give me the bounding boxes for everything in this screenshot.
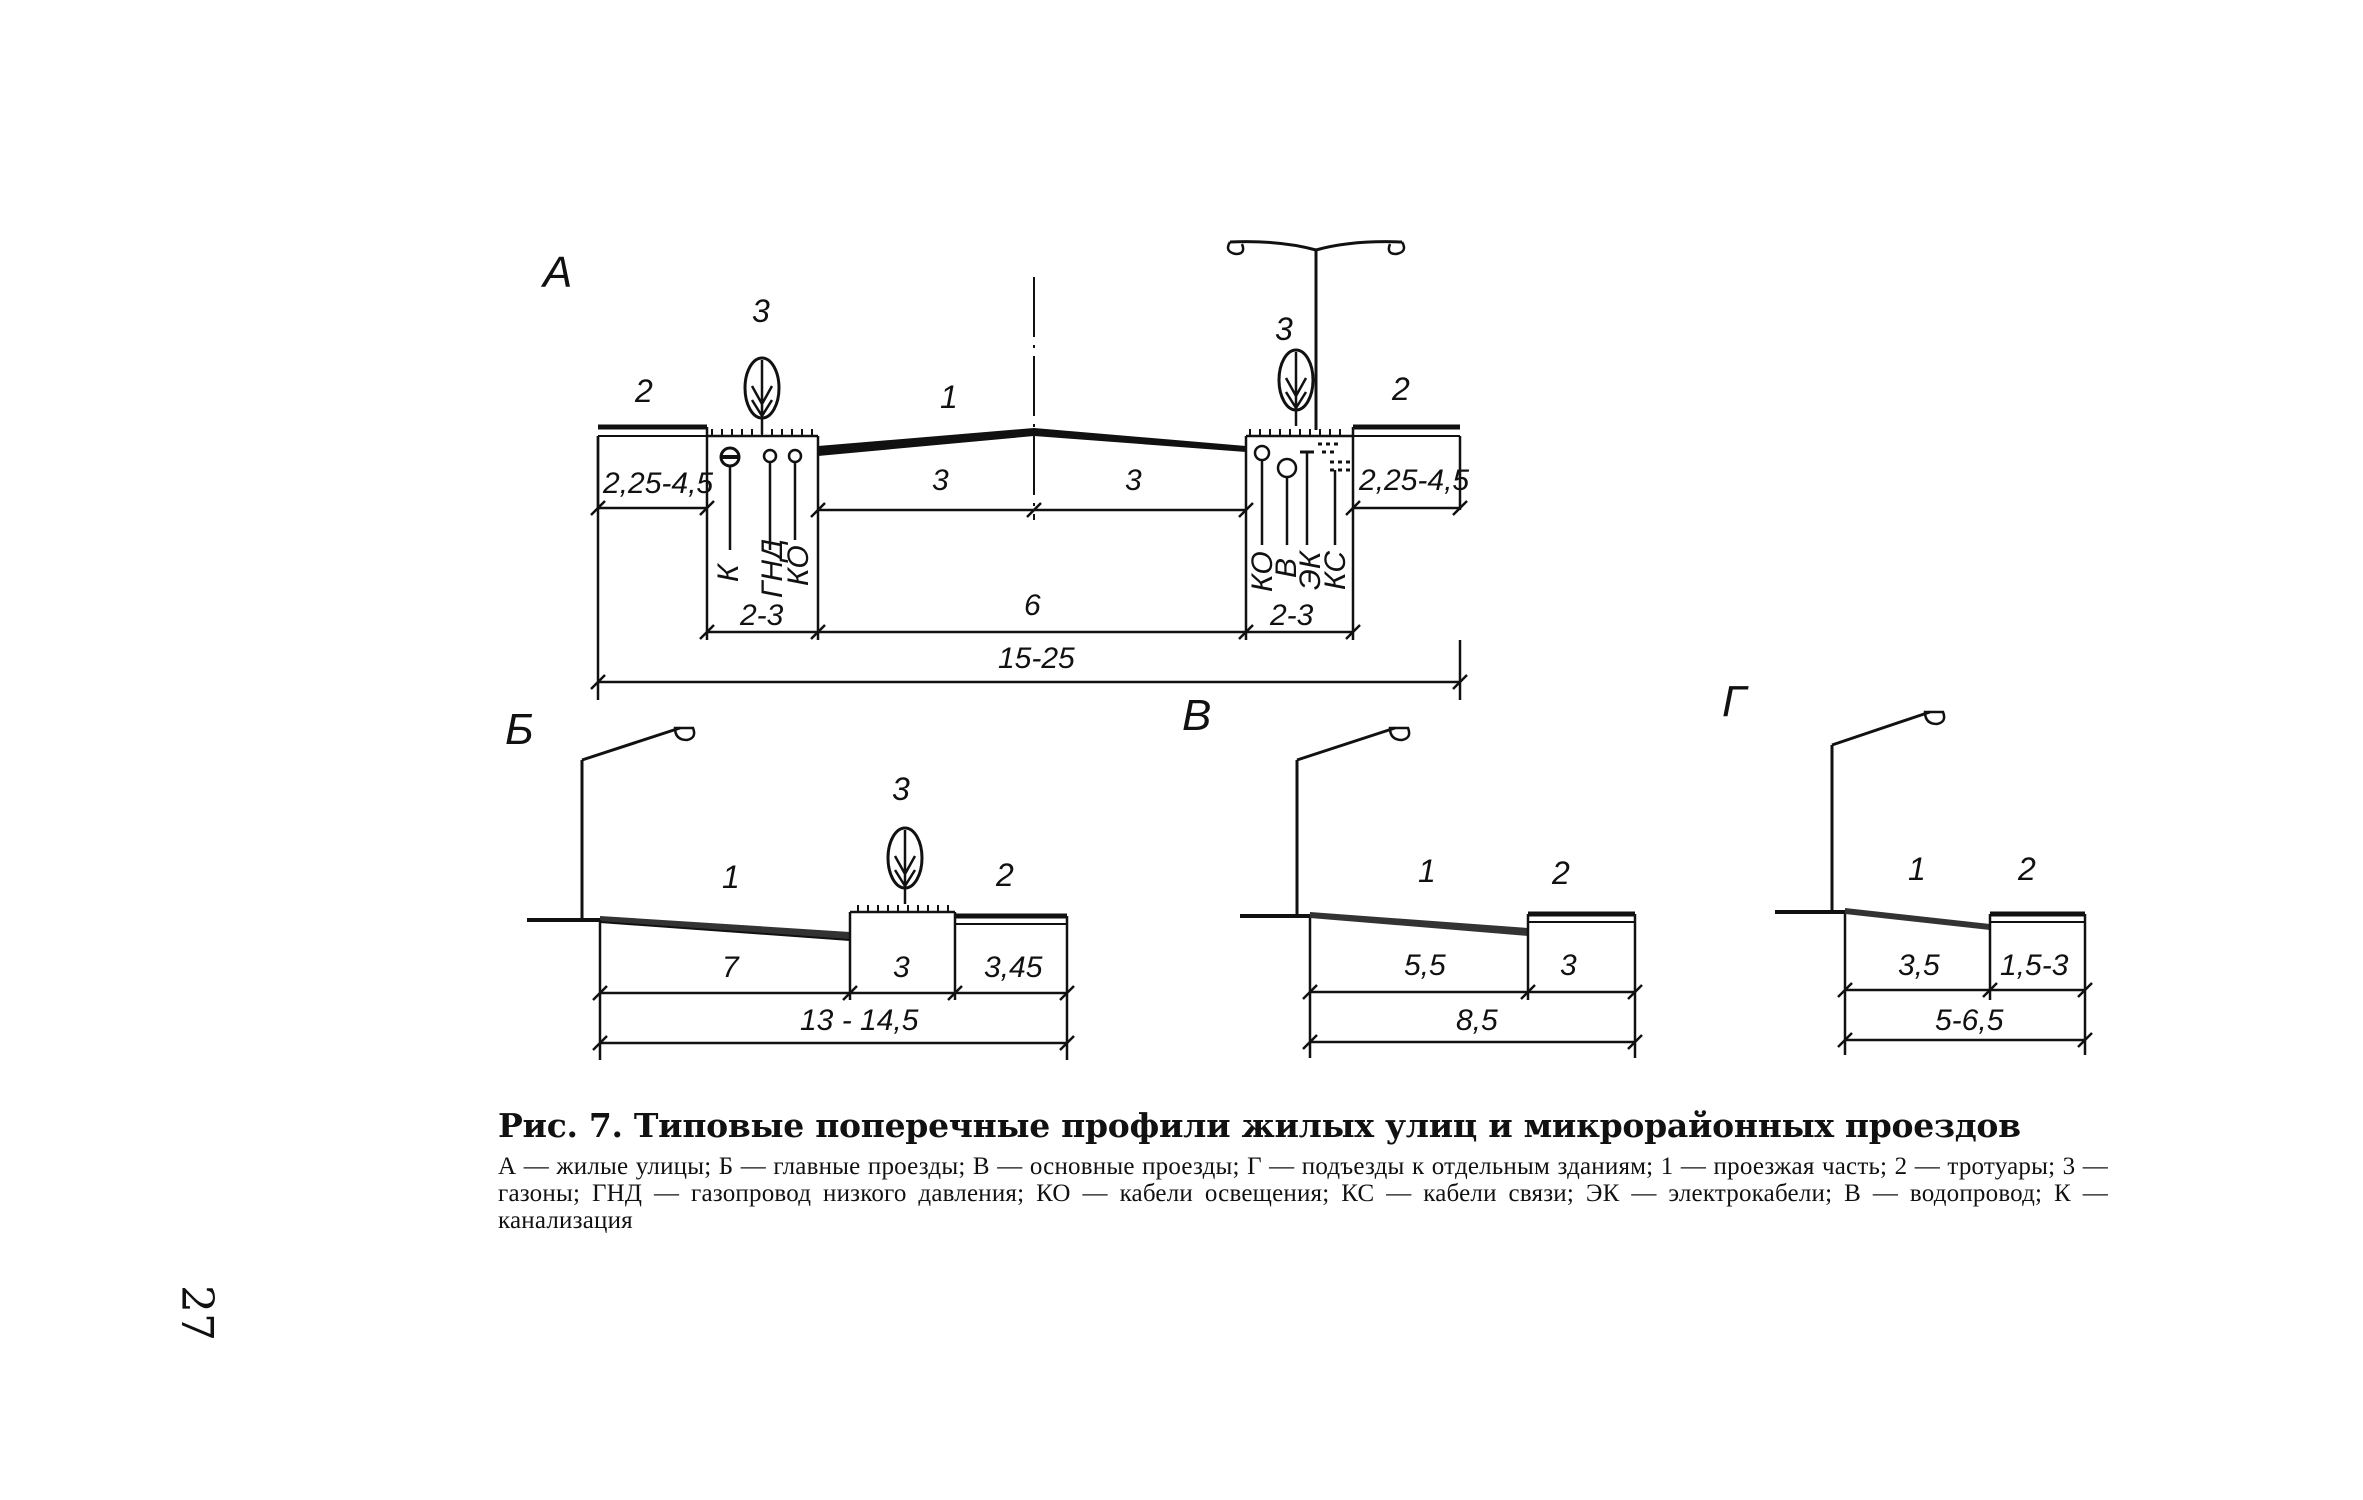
profile-a: А xyxy=(540,240,1469,700)
profile-g: Г 1 2 3,5 1,5-3 5-6,5 xyxy=(1722,677,2094,1055)
label-sidewalk-left: 2 xyxy=(634,373,653,409)
label-sidewalk-v: 2 xyxy=(1551,855,1570,891)
utility-label-k: К xyxy=(712,562,745,582)
utility-label-ek: ЭК xyxy=(1294,549,1327,590)
lamp-post-g xyxy=(1830,710,1946,910)
utility-label-gnd: ГНД xyxy=(756,539,789,598)
lamp-post-a xyxy=(1226,240,1406,430)
dim-road-g: 3,5 xyxy=(1898,949,1940,982)
dim-road-b: 7 xyxy=(722,951,740,984)
dim-total-g: 5-6,5 xyxy=(1935,1004,2004,1037)
lamp-post-v xyxy=(1295,726,1411,914)
profile-b: Б 1 3 2 7 3 3,45 13 - 14,5 xyxy=(505,705,1076,1060)
label-sidewalk-g: 2 xyxy=(2017,851,2036,887)
label-sidewalk-right: 2 xyxy=(1391,371,1410,407)
label-roadway-a: 1 xyxy=(940,379,958,415)
label-lawn-left: 3 xyxy=(752,293,770,329)
label-lawn-right: 3 xyxy=(1275,311,1293,347)
dim-lawn-right: 2-3 xyxy=(1269,599,1314,632)
profile-a-letter: А xyxy=(540,248,572,297)
dim-half-road-left: 3 xyxy=(932,464,949,497)
dim-total-b: 13 - 14,5 xyxy=(800,1004,919,1037)
lamp-post-b xyxy=(580,726,696,918)
sidewalk-right xyxy=(1353,424,1462,510)
utilities-right: КО В ЭК КС xyxy=(1246,442,1352,592)
label-roadway-v: 1 xyxy=(1418,853,1436,889)
figure-caption: Рис. 7. Типовые поперечные профили жилых… xyxy=(498,1106,2118,1234)
utility-label-ko-right: КО xyxy=(1246,551,1279,592)
caption-title: Рис. 7. Типовые поперечные профили жилых… xyxy=(498,1106,2021,1145)
dim-sidewalk-left: 2,25-4,5 xyxy=(602,467,713,500)
dim-lawn-left: 2-3 xyxy=(739,599,784,632)
utility-label-v: В xyxy=(1270,558,1303,578)
dim-lawn-b: 3 xyxy=(893,951,910,984)
dim-sidewalk-v: 3 xyxy=(1560,949,1577,982)
label-roadway-b: 1 xyxy=(722,859,740,895)
dim-sidewalk-right: 2,25-4,5 xyxy=(1358,464,1469,497)
profile-v-letter: В xyxy=(1182,691,1211,740)
utility-label-ko-left: КО xyxy=(782,545,815,586)
dim-road-a: 6 xyxy=(1024,589,1041,622)
profile-g-letter: Г xyxy=(1722,677,1749,726)
dim-sidewalk-b: 3,45 xyxy=(984,951,1043,984)
lawn-right xyxy=(1226,240,1406,640)
dim-total-a: 15-25 xyxy=(998,642,1075,675)
dim-road-v: 5,5 xyxy=(1404,949,1446,982)
dim-total-v: 8,5 xyxy=(1456,1004,1498,1037)
profile-v: В 1 2 5,5 3 8,5 xyxy=(1182,691,1644,1058)
profile-b-letter: Б xyxy=(505,705,534,754)
dim-half-road-right: 3 xyxy=(1125,464,1142,497)
roadway-a xyxy=(818,277,1246,520)
page-number: 27 xyxy=(171,1285,222,1341)
label-sidewalk-b: 2 xyxy=(995,857,1014,893)
label-lawn-b: 3 xyxy=(892,771,910,807)
caption-legend: А — жилые улицы; Б — главные проезды; В … xyxy=(498,1153,2108,1234)
utilities-left: К ГНД КО xyxy=(712,446,815,598)
utility-label-ks: КС xyxy=(1319,551,1352,590)
dim-sidewalk-g: 1,5-3 xyxy=(2000,949,2069,982)
label-roadway-g: 1 xyxy=(1908,851,1926,887)
lawn-left xyxy=(707,356,820,640)
